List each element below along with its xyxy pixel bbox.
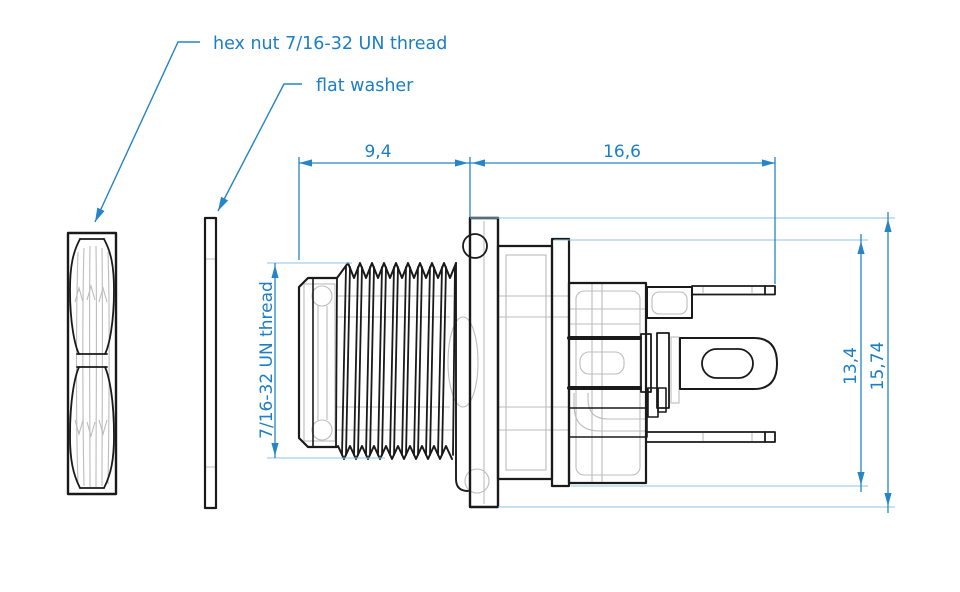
thread-crest-top	[336, 262, 457, 279]
arrow	[762, 159, 775, 167]
annotation-text: hex nut 7/16-32 UN thread flat washer 9,…	[213, 34, 888, 439]
arrowheads	[95, 159, 892, 506]
arrow	[857, 241, 865, 254]
thread-flanks	[335, 265, 456, 456]
front-bushing	[297, 276, 339, 449]
flat-washer-callout: flat washer	[316, 76, 414, 96]
dim-text-front-length: 9,4	[364, 142, 391, 162]
bracket-plate	[550, 237, 571, 488]
bottom-terminal-pin	[645, 431, 776, 443]
thread-neck	[455, 262, 469, 492]
flange-top-hole	[462, 233, 488, 259]
extension-lines	[267, 217, 895, 508]
arrow	[884, 219, 892, 232]
arrow	[271, 443, 279, 456]
dim-text-overall-height: 15,74	[868, 342, 888, 391]
dim-ext-verticals	[298, 157, 776, 284]
leader-hex-nut	[94, 41, 200, 223]
arrow	[857, 472, 865, 485]
dimension-lines	[94, 41, 889, 513]
washer-hole-lines	[206, 258, 215, 468]
leader-flat-washer	[217, 83, 302, 212]
dim-text-rear-length: 16,6	[603, 142, 641, 162]
terminals	[645, 285, 778, 443]
flange-bottom-hole	[464, 468, 490, 494]
hidden-lines-layer	[74, 221, 753, 504]
hex-nut-thread-texture	[74, 245, 110, 488]
arrow	[884, 493, 892, 506]
center-lug-hole	[701, 348, 754, 379]
dim-text-body-height: 13,4	[841, 347, 861, 385]
dim-text-thread-spec: 7/16-32 UN thread	[257, 281, 277, 439]
flat-washer-view	[203, 216, 218, 510]
arrow	[299, 159, 312, 167]
mounting-flange	[462, 216, 500, 509]
rear-housing-internal	[568, 387, 648, 438]
leader-arrow-hex-nut	[95, 207, 105, 222]
arrow	[271, 265, 279, 278]
leader-arrow-flat-washer	[218, 196, 229, 211]
center-terminal-lug	[679, 337, 778, 390]
insulator-spacers	[640, 332, 670, 418]
top-terminal-base	[646, 286, 693, 319]
rear-housing-back	[567, 281, 648, 485]
barrel-end-ellipse	[447, 316, 479, 408]
hex-nut-view	[66, 231, 118, 496]
arrow	[455, 159, 468, 167]
top-terminal-pin	[691, 285, 776, 296]
arrow	[472, 159, 485, 167]
thread-crest-bottom	[337, 445, 453, 460]
hex-nut-facets	[69, 238, 115, 489]
outline-layer	[66, 216, 778, 510]
center-sleeve	[567, 336, 642, 390]
hex-nut-callout: hex nut 7/16-32 UN thread	[213, 34, 447, 54]
front-bushing-hidden	[303, 283, 336, 442]
thread-barrel	[335, 262, 469, 492]
